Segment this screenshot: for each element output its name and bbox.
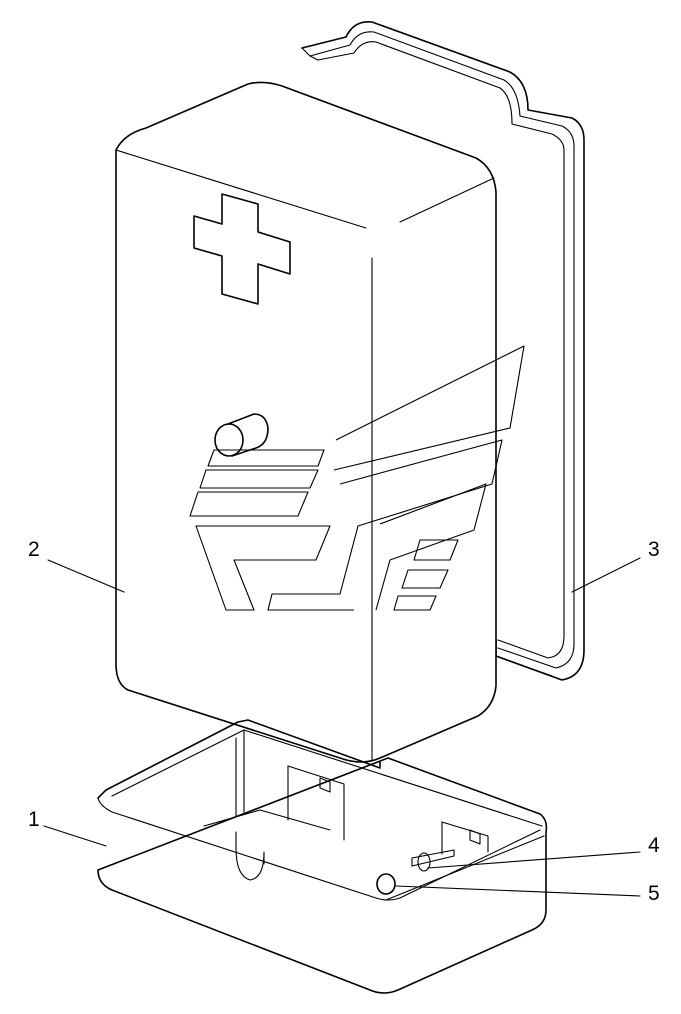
callout-1: 1 [28,808,40,831]
leader-line-2 [47,559,125,593]
lid-part-2 [115,81,497,763]
knob-icon [214,413,269,457]
latch-pin-icon [376,849,455,895]
callout-2: 2 [28,538,40,561]
inner-tray-part-3 [301,20,585,681]
watermark-logo [189,345,525,611]
callout-5: 5 [648,882,660,905]
callout-3: 3 [648,538,660,561]
leader-line-3 [571,557,641,593]
leader-lines [43,557,641,897]
base-box-part-1 [97,719,548,994]
leader-line-1 [43,825,107,847]
leader-line-5 [395,885,641,897]
callout-4: 4 [648,834,660,857]
leader-line-4 [427,851,641,869]
cross-emblem-icon [193,193,291,305]
